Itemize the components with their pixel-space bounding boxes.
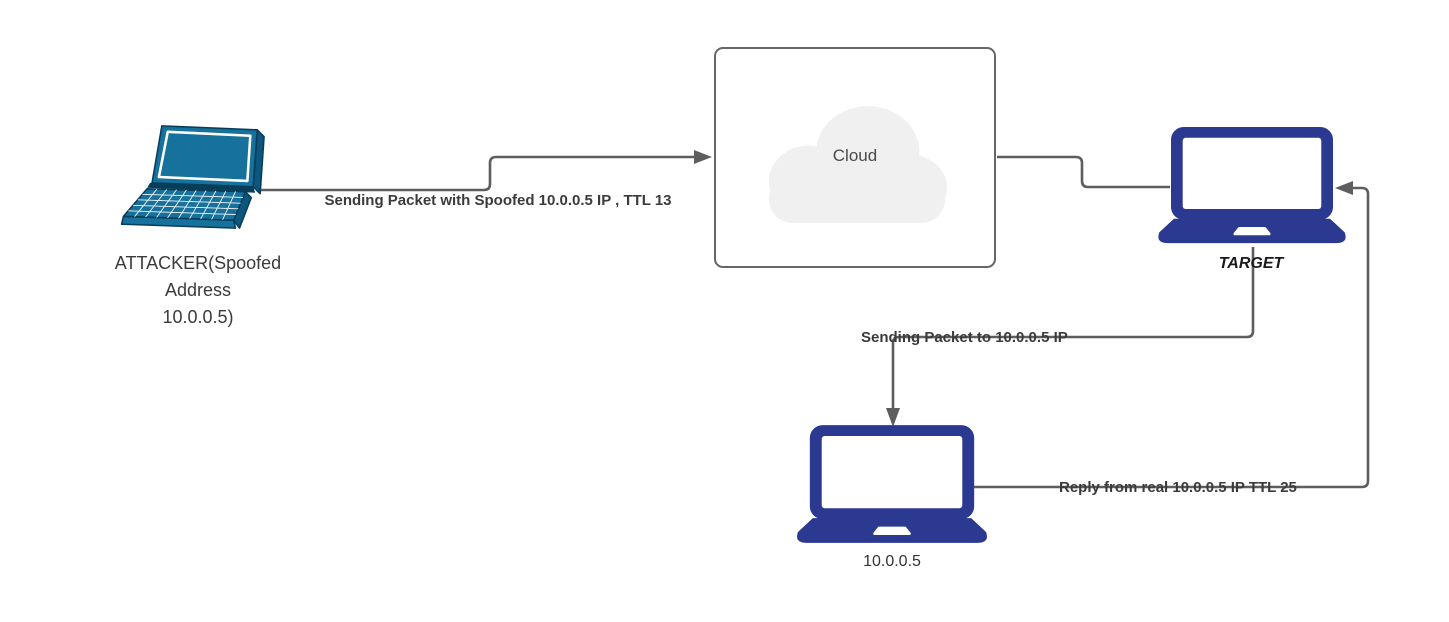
edge-attacker-to-cloud <box>256 155 694 192</box>
edge-label-reply-from-real-ip: Reply from real 10.0.0.5 IP TTL 25 <box>1059 479 1297 496</box>
edge-target-to-real-host <box>891 247 1255 409</box>
target-label: TARGET <box>1218 255 1284 272</box>
arrowhead-into-cloud <box>694 150 712 164</box>
real-host-label: 10.0.0.5 <box>863 553 921 570</box>
arrowhead-into-target <box>1335 181 1353 195</box>
cloud-icon <box>768 106 948 223</box>
edge-real-host-to-target <box>974 186 1370 489</box>
target-laptop-icon <box>1158 126 1346 244</box>
attacker-label: ATTACKER(Spoofed Address 10.0.0.5) <box>114 253 282 327</box>
cloud-label: Cloud <box>832 146 878 165</box>
real-host-laptop-icon <box>797 425 987 543</box>
edge-cloud-to-target <box>997 155 1170 189</box>
arrowhead-into-real-host <box>886 408 900 427</box>
node-attacker <box>96 118 268 236</box>
attacker-laptop-icon <box>120 125 265 229</box>
node-real-host <box>793 424 991 548</box>
node-cloud <box>714 47 996 268</box>
edge-label-spoofed-packet: Sending Packet with Spoofed 10.0.0.5 IP … <box>324 192 672 209</box>
node-target <box>1154 126 1350 248</box>
edge-label-send-to-real-ip: Sending Packet to 10.0.0.5 IP <box>861 329 1068 346</box>
